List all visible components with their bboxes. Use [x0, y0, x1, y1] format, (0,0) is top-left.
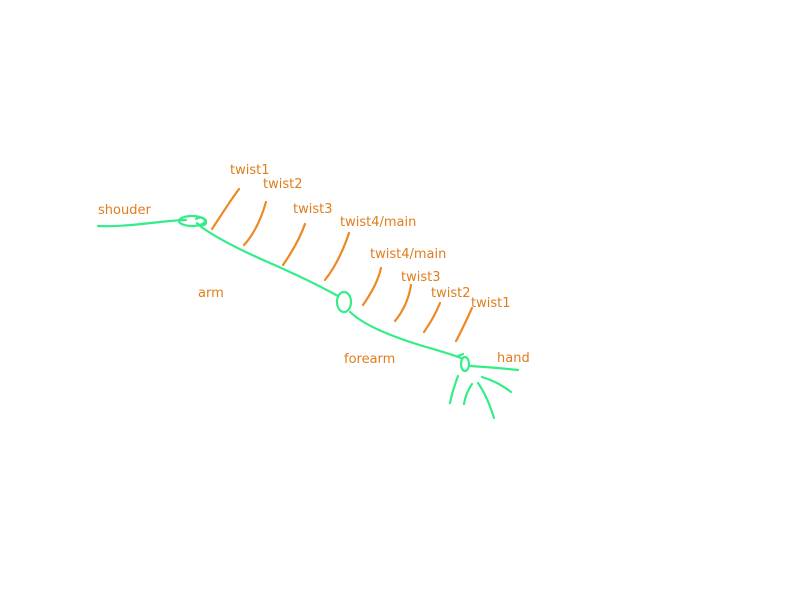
arm-twist4-stroke — [323, 231, 351, 282]
label-arm-twist1: twist1 — [230, 163, 270, 178]
label-shoulder: shouder — [98, 203, 151, 218]
label-forearm-twist2: twist2 — [431, 286, 471, 301]
label-arm-twist4-main: twist4/main — [340, 215, 417, 230]
arm-twist2-stroke — [242, 200, 268, 247]
hand-bone-line — [468, 364, 520, 372]
finger-2 — [462, 382, 474, 406]
arm-bone-line — [198, 224, 340, 298]
label-arm-twist2: twist2 — [263, 177, 303, 192]
finger-3 — [476, 381, 496, 420]
label-forearm: forearm — [344, 352, 396, 367]
finger-4 — [480, 375, 513, 394]
label-arm-twist3: twist3 — [293, 202, 333, 217]
label-forearm-twist3: twist3 — [401, 270, 441, 285]
forearm-twist1-stroke — [454, 306, 474, 343]
forearm-twist3-stroke — [393, 283, 413, 323]
label-arm: arm — [198, 286, 224, 301]
label-forearm-twist4-main: twist4/main — [370, 247, 447, 262]
shoulder-bone-line — [96, 218, 188, 228]
label-hand: hand — [497, 351, 530, 366]
arm-twist3-stroke — [281, 222, 307, 267]
forearm-bone-line — [348, 310, 463, 360]
wrist-tick — [456, 352, 465, 358]
wrist-joint — [459, 355, 471, 373]
forearm-twist2-stroke — [422, 301, 442, 334]
finger-1 — [448, 374, 460, 405]
elbow-joint — [335, 290, 353, 314]
shoulder-joint-loop — [194, 216, 208, 227]
label-forearm-twist1: twist1 — [471, 296, 511, 311]
arm-twist1-stroke — [210, 187, 241, 231]
forearm-twist4-stroke — [361, 266, 383, 307]
